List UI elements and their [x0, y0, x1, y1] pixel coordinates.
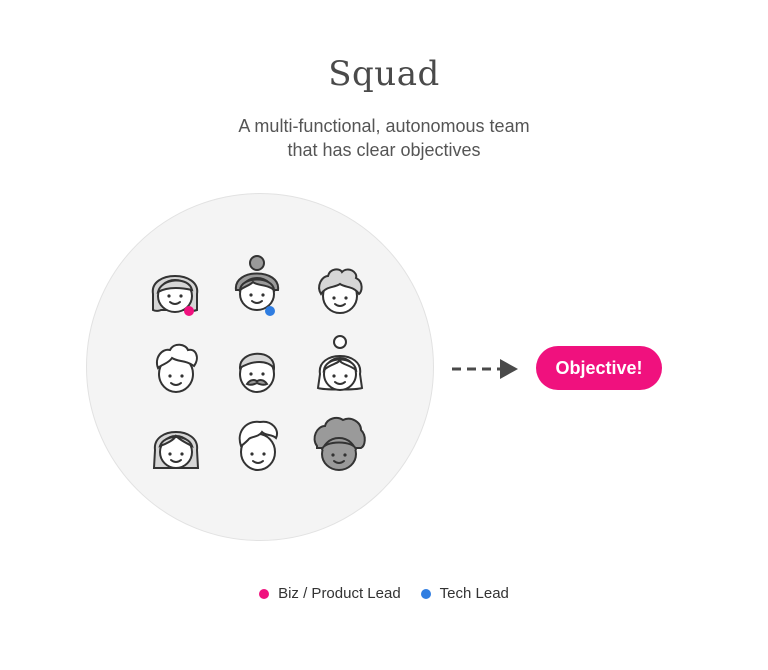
- page-title: Squad: [328, 54, 440, 94]
- member-man-mustache: [227, 336, 287, 400]
- woman-long-hair-icon: [152, 431, 200, 469]
- subtitle-line-2: that has clear objectives: [287, 140, 481, 160]
- blue-dot-icon: [420, 588, 431, 599]
- pink-dot-icon: [259, 588, 270, 599]
- member-woman-long: [146, 414, 206, 478]
- member-man-quiff: [228, 412, 288, 476]
- member-woman-top-bun: [310, 334, 370, 398]
- woman-bob-hair-icon: [151, 275, 199, 313]
- legend: Biz / Product Lead Tech Lead: [0, 585, 768, 602]
- legend-item-tech-lead: Tech Lead: [420, 585, 509, 602]
- legend-label-tech-lead: Tech Lead: [439, 585, 509, 602]
- dashed-arrow-icon: [452, 359, 518, 379]
- member-curly-short: [310, 258, 370, 322]
- objective-badge: Objective!: [536, 346, 662, 390]
- member-afro: [309, 412, 369, 476]
- man-quiff-hair-icon: [238, 420, 278, 471]
- curly-short-hair-icon: [318, 268, 363, 314]
- member-woman-bob: [145, 258, 205, 322]
- member-woman-bun: [227, 254, 287, 318]
- woman-bun-hair-icon: [234, 255, 280, 311]
- legend-label-biz-lead: Biz / Product Lead: [278, 585, 401, 602]
- subtitle: A multi-functional, autonomous team that…: [0, 114, 768, 162]
- member-man-tousled: [146, 336, 206, 400]
- man-tousled-hair-icon: [156, 343, 198, 393]
- man-mustache-icon: [238, 352, 276, 393]
- afro-hair-icon: [313, 417, 366, 471]
- tech-lead-marker: [265, 306, 275, 316]
- biz-lead-marker: [184, 306, 194, 316]
- legend-item-biz-lead: Biz / Product Lead: [259, 585, 401, 602]
- subtitle-line-1: A multi-functional, autonomous team: [238, 116, 530, 136]
- woman-top-bun-icon: [316, 335, 364, 391]
